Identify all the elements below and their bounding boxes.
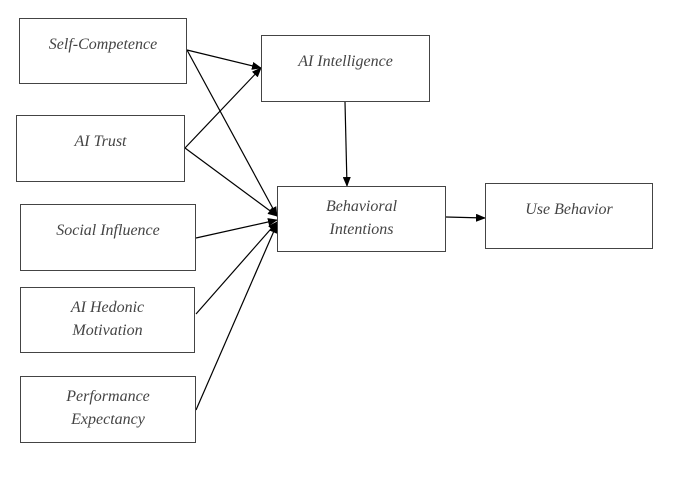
arrow-ai-trust-to-behavioral-intentions [184,147,278,217]
arrow-ai-hedonic-motivation-to-behavioral-intentions [195,221,278,315]
node-ai-trust: AI Trust [16,115,185,182]
node-performance-expectancy: Performance Expectancy [20,376,196,443]
node-self-competence: Self-Competence [19,18,187,84]
node-label-self-competence: Self-Competence [48,36,158,53]
node-label-behavioral-intentions: Behavioral Intentions [325,198,398,238]
arrow-ai-intelligence-to-behavioral-intentions [342,101,351,187]
arrow-performance-expectancy-to-behavioral-intentions [195,223,278,411]
arrow-self-competence-to-ai-intelligence [186,49,262,70]
node-label-ai-hedonic-motivation: AI Hedonic Motivation [70,299,145,339]
node-label-use-behavior: Use Behavior [525,201,613,218]
arrow-ai-trust-to-ai-intelligence [184,67,262,149]
node-label-ai-intelligence: AI Intelligence [298,53,393,70]
node-ai-hedonic-motivation: AI Hedonic Motivation [20,287,195,353]
arrow-behavioral-intentions-to-use-behavior [445,213,486,222]
node-label-social-influence: Social Influence [56,222,160,239]
arrow-self-competence-to-behavioral-intentions [186,49,278,217]
node-social-influence: Social Influence [20,204,196,271]
node-label-performance-expectancy: Performance Expectancy [66,388,150,428]
node-use-behavior: Use Behavior [485,183,653,249]
node-behavioral-intentions: Behavioral Intentions [277,186,446,252]
node-label-ai-trust: AI Trust [74,133,127,150]
node-ai-intelligence: AI Intelligence [261,35,430,102]
arrow-social-influence-to-behavioral-intentions [195,218,278,239]
